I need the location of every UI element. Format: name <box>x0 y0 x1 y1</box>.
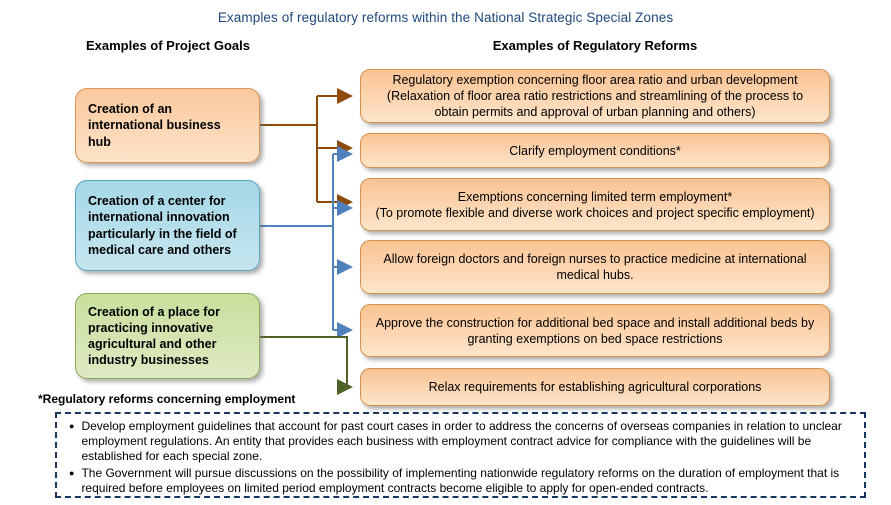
goal-box-agriculture-label: Creation of a place for practicing innov… <box>88 304 220 368</box>
note-item-guidelines-text: Develop employment guidelines that accou… <box>81 419 842 464</box>
notes-box: ● Develop employment guidelines that acc… <box>55 412 866 498</box>
reform-box-limited-term-employment-detail: (To promote flexible and diverse work ch… <box>375 205 815 220</box>
goal-box-agriculture: Creation of a place for practicing innov… <box>75 293 260 379</box>
goal-box-business-hub: Creation of an international business hu… <box>75 88 260 163</box>
reform-box-agricultural-corporations: Relax requirements for establishing agri… <box>360 368 830 406</box>
reform-box-limited-term-employment-title: Exemptions concerning limited term emplo… <box>457 189 733 204</box>
note-item-government-discussions: ● The Government will pursue discussions… <box>69 466 854 496</box>
reform-box-foreign-doctors: Allow foreign doctors and foreign nurses… <box>360 240 830 294</box>
note-item-government-discussions-text: The Government will pursue discussions o… <box>81 466 840 496</box>
employment-footnote: *Regulatory reforms concerning employmen… <box>38 392 296 406</box>
reform-box-floor-area-ratio-detail: (Relaxation of floor area ratio restrict… <box>386 89 804 119</box>
goal-box-medical-innovation-label: Creation of a center for international i… <box>88 194 237 257</box>
left-column-header: Examples of Project Goals <box>85 38 250 53</box>
reform-box-foreign-doctors-title: Allow foreign doctors and foreign nurses… <box>383 252 807 282</box>
page-title: Examples of regulatory reforms within th… <box>217 10 674 25</box>
reform-box-limited-term-employment: Exemptions concerning limited term emplo… <box>360 178 830 231</box>
reform-box-floor-area-ratio: Regulatory exemption concerning floor ar… <box>360 69 830 123</box>
right-column-header: Examples of Regulatory Reforms <box>492 38 698 53</box>
bullet-icon: ● <box>69 421 75 431</box>
bullet-icon: ● <box>69 468 75 479</box>
reform-box-employment-conditions-title: Clarify employment conditions* <box>509 143 681 158</box>
goal-box-medical-innovation: Creation of a center for international i… <box>75 180 260 271</box>
reform-box-bed-space: Approve the construction for additional … <box>360 304 830 357</box>
reform-box-bed-space-title: Approve the construction for additional … <box>375 315 815 346</box>
arrows-business-hub <box>260 88 353 210</box>
arrow-agriculture <box>260 336 353 395</box>
reform-box-agricultural-corporations-title: Relax requirements for establishing agri… <box>428 380 762 394</box>
note-item-guidelines: ● Develop employment guidelines that acc… <box>69 419 854 464</box>
goal-box-business-hub-label: Creation of an international business hu… <box>88 102 221 149</box>
reform-box-employment-conditions: Clarify employment conditions* <box>360 133 830 168</box>
reform-box-floor-area-ratio-title: Regulatory exemption concerning floor ar… <box>392 73 798 87</box>
arrows-medical <box>260 146 353 338</box>
